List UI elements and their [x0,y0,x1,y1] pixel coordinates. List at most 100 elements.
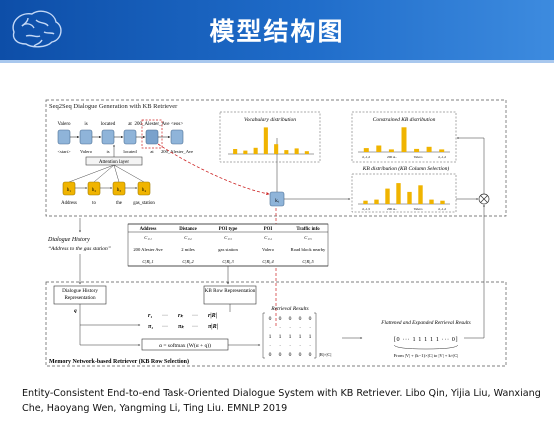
distribution-bar [440,200,445,204]
matrix-cell: 0 [269,316,272,322]
decoder-unit [101,129,115,145]
flat-title: Flattened and Expanded Retrieval Results [380,320,470,326]
distribution-bar [426,146,432,152]
encoder-unit-label: h₄ [142,188,147,193]
kb-cell: C|R|,3 [222,259,234,265]
encoder-word: Address [61,201,77,206]
encoder-unit-label: h₃ [117,188,122,193]
distribution-bar [263,127,268,154]
encoder-unit [62,181,76,196]
matrix-cell: · [279,325,281,331]
decoder-input-tokens: <start> Valero is located at 200_Alester… [57,149,193,154]
matrix-cell: 0 [279,316,282,322]
matrix-cell: · [279,343,281,349]
kb-header: Distance [179,227,197,232]
header-stripe [0,60,554,63]
distribution-bar [243,150,248,154]
distribution-bar [439,149,445,152]
seq2seq-title: Seq2Seq Dialogue Generation with KB Retr… [49,103,178,110]
kb-cell: C|R|,2 [182,259,194,265]
column-ticks: d₁-1,5 200 A.. Valero d₁-1,2 [362,207,447,212]
decoder-unit-active [145,129,159,145]
kb-cell: C₁,₃ [224,235,232,241]
kb-header: POI [264,227,273,232]
row-representation-label: KB Row Representation [204,288,256,294]
kb-header: Address [140,227,157,232]
kb-unit-label: kᵢ [275,198,279,204]
matrix-cell: 1 [299,334,302,340]
flat-brace [393,344,459,350]
distribution-bar [429,199,434,204]
pi-term: πₖ [178,324,185,330]
matrix-cell: 0 [269,352,272,358]
history-representation-wrap: Dialogue History Representation [62,288,98,301]
decoder-unit [79,129,93,145]
encoder-unit-label: h₁ [67,188,72,193]
constrained-bars [363,127,445,152]
kb-header: POI type [219,227,238,232]
kb-cell: C|R|,1 [142,259,153,265]
input-token: located [123,149,137,154]
matrix-cell: 0 [299,352,302,358]
r-term: rₖ [178,313,184,319]
decoder-unit [57,129,71,145]
encoder-unit [137,181,151,196]
retriever-frame [45,281,507,367]
pi-term: π|R| [208,324,218,330]
matrix-cell: · [299,343,301,349]
r-term: r₁ [148,313,152,319]
input-token: at [150,149,154,154]
pi-line: π₁ ··· πₖ ··· π|R| [148,324,218,330]
q-symbol: q [74,308,77,314]
matrix-cell: 0 [279,352,282,358]
r-line: r₁ ··· rₖ ··· r|R| [148,313,217,319]
flat-vector: [0 ··· 1 1 1 1 1 ··· 0] [394,336,458,343]
output-token: 200_Alester_Ave [135,122,171,127]
constrained-tick: Valero [414,155,423,159]
kb-cell: C₁,₁ [144,235,152,241]
slide-header: 模型结构图 [0,0,554,60]
kb-cell: Valero [262,247,275,252]
distribution-bar [418,185,423,204]
input-token: <start> [57,149,70,154]
distribution-bar [396,183,401,204]
matrix-cell: 1 [269,334,272,340]
active-step-highlight [141,119,163,149]
column-tick: d₁-1,2 [438,207,447,212]
encoder-unit [87,181,101,196]
matrix-cell: 1 [279,334,282,340]
matrix-cell: · [309,325,311,331]
matrix-cell: 0 [309,316,312,322]
dialogue-history-label: Dialogue History [47,237,90,243]
history-representation-label: Dialogue History Representation [62,288,98,301]
encoder-words: Address to the gas_station [61,201,155,206]
constrained-ticks: d₁-1,2 200 A.. Valero d₁-1,2 [362,155,447,160]
vocab-distribution-label: Vocabulary distribution [244,117,296,123]
attention-fan [68,164,145,183]
distribution-bar [294,148,299,154]
attention-label: Attention layer [99,160,129,165]
matrix-cell: · [289,325,291,331]
output-token: Valero [57,122,71,127]
matrix-cell: 0 [299,316,302,322]
matrix-cell: 0 [289,352,292,358]
output-token: <eos> [171,122,183,127]
combine-cross-b [480,195,488,203]
pi-dots: ··· [192,324,198,330]
distribution-bar [284,150,289,154]
encoder-word: gas_station [133,201,155,206]
distribution-bar [376,145,382,152]
constrained-tick: 200 A.. [387,155,397,159]
kb-cell: C|R|,4 [262,259,274,265]
matrix-cell: · [289,343,291,349]
distribution-bar [274,144,279,154]
column-tick: 200 A.. [387,207,397,211]
distribution-bar [385,188,390,204]
decoder-unit [170,129,184,145]
row-representation-wrap: KB Row Representation [204,288,256,294]
paper-citation: Entity-Consistent End-to-end Task-Orient… [22,388,541,414]
decoder-unit [123,129,137,145]
distribution-bar [414,148,420,152]
kb-cell: 2 miles [181,247,195,252]
